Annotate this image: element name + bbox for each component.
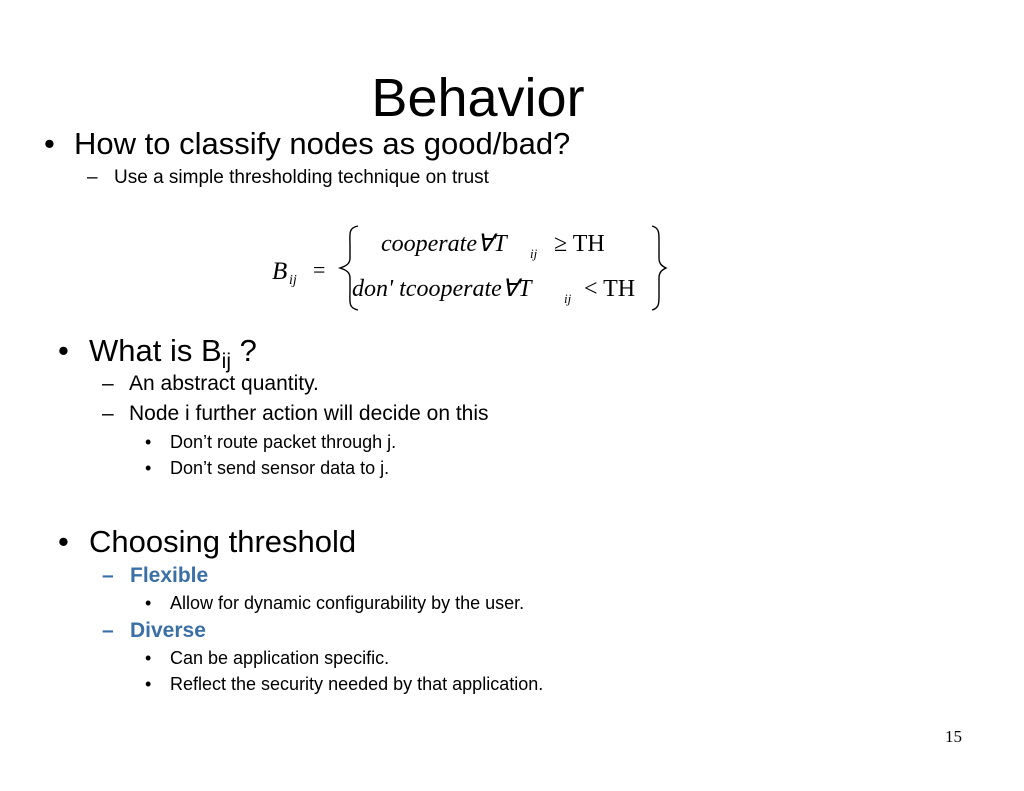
bullet-glyph: • [58, 333, 69, 368]
leaf-bullet-security-needed: Reflect the security needed by that appl… [170, 674, 544, 694]
what-is-text: What is B [89, 333, 222, 368]
bullet-choosing-threshold: Choosing threshold [89, 524, 357, 559]
bullet-glyph: • [44, 126, 55, 161]
case-dont-cooperate-relation: < TH [584, 276, 635, 302]
page-number: 15 [945, 727, 962, 746]
sub-bullet-node-action: Node i further action will decide on thi… [129, 402, 489, 425]
sub-bullet-flexible: Flexible [130, 564, 209, 587]
formula-lhs-symbol: B [272, 258, 287, 285]
dash-glyph: – [102, 402, 114, 425]
case-dont-cooperate: don' tcooperate∀T [352, 276, 533, 302]
case-cooperate-relation: ≥ TH [554, 231, 605, 257]
dash-glyph: – [87, 167, 98, 188]
leaf-bullet-glyph: • [145, 432, 152, 452]
leaf-bullet-glyph: • [145, 674, 152, 694]
bullet-how-to-classify: How to classify nodes as good/bad? [74, 126, 571, 161]
leaf-bullet-dont-route: Don’t route packet through j. [170, 432, 397, 452]
leaf-bullet-dynamic-configurability: Allow for dynamic configurability by the… [170, 593, 525, 613]
dash-glyph: – [102, 619, 114, 642]
case-cooperate-subscript: ij [530, 246, 538, 261]
what-is-suffix: ? [231, 333, 257, 368]
sub-bullet-diverse: Diverse [130, 619, 206, 642]
leaf-bullet-glyph: • [145, 593, 152, 613]
formula-lhs-subscript: ij [289, 273, 297, 288]
case-dont-cooperate-subscript: ij [564, 291, 572, 306]
dash-glyph: – [102, 564, 114, 587]
right-brace [651, 225, 668, 311]
left-brace [337, 225, 359, 311]
leaf-bullet-dont-send: Don’t send sensor data to j. [170, 458, 390, 478]
bullet-what-is-bij: What is Bij ? [89, 333, 257, 380]
case-cooperate: cooperate∀T [381, 231, 508, 257]
leaf-bullet-application-specific: Can be application specific. [170, 648, 390, 668]
sub-bullet-abstract-quantity: An abstract quantity. [129, 372, 319, 395]
sub-bullet-thresholding: Use a simple thresholding technique on t… [114, 167, 489, 188]
leaf-bullet-glyph: • [145, 458, 152, 478]
bullet-glyph: • [58, 524, 69, 559]
what-is-subscript: ij [221, 350, 231, 374]
behavior-formula: B ij = cooperate∀T ij ≥ TH don' tcoopera… [268, 222, 668, 314]
slide-title: Behavior [371, 68, 585, 128]
dash-glyph: – [102, 372, 114, 395]
leaf-bullet-glyph: • [145, 648, 152, 668]
formula-graphic: B ij = cooperate∀T ij ≥ TH don' tcoopera… [272, 225, 668, 311]
formula-equals: = [313, 257, 325, 282]
